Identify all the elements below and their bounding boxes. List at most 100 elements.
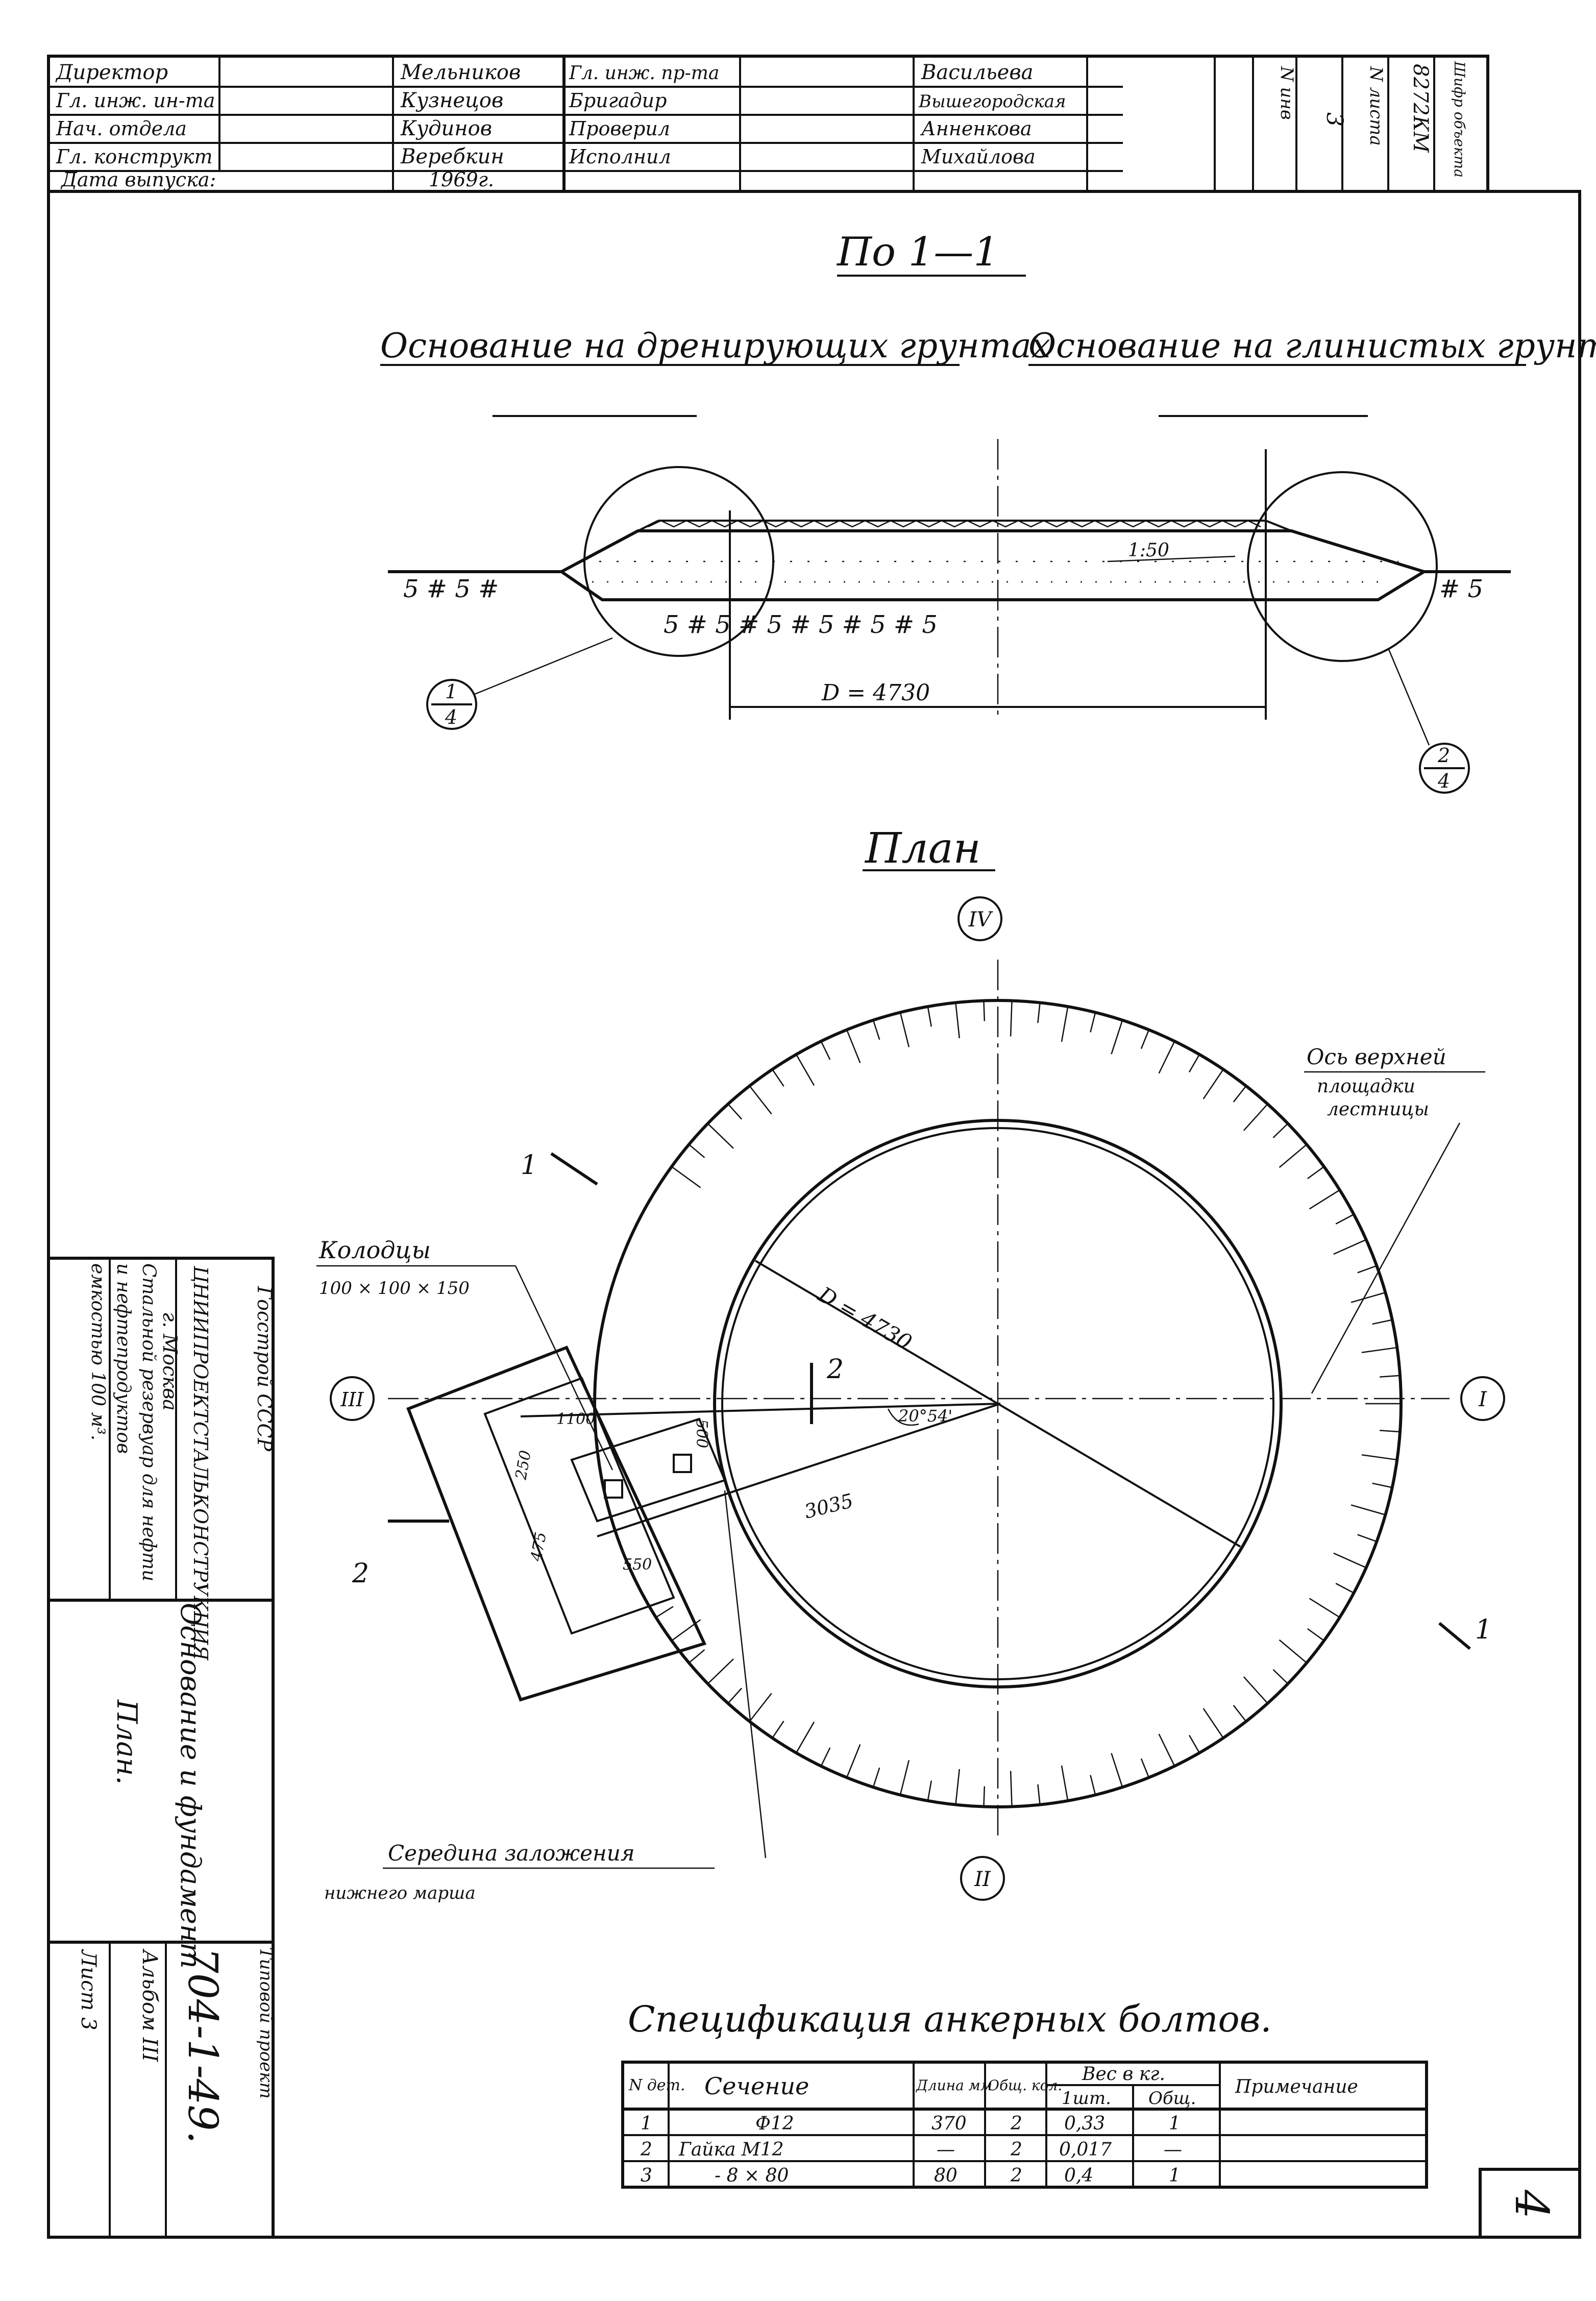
slope-tick [1272, 1669, 1289, 1684]
plan-angle: 20°54' [898, 1406, 952, 1426]
spec-r2-qty: 2 [1010, 2139, 1022, 2160]
slope-tick [1309, 1189, 1340, 1210]
tb2-name-4: Михайлова [921, 145, 1036, 168]
page-number-box [1479, 2168, 1581, 2239]
slope-tick [1061, 1765, 1069, 1801]
tb2-role-3: Проверил [569, 117, 670, 140]
axis-I-circle [1460, 1376, 1505, 1421]
slope-tick [1333, 1552, 1367, 1569]
spec-r2-sec: Гайка М12 [678, 2139, 784, 2160]
callout-2-den: 4 [1437, 770, 1450, 792]
side-proj-label: Типовой проект [256, 1947, 276, 2099]
slope-tick [1140, 1030, 1150, 1049]
slope-tick [689, 1144, 705, 1158]
spec-r2-wt: — [1164, 2139, 1182, 2160]
stair-platform [406, 1345, 707, 1702]
soil-mark: 5 # 5 # 5 # 5 # 5 # 5 [664, 610, 938, 639]
tb-role-4: Гл. конструкт [56, 145, 213, 168]
axis-III-circle [330, 1376, 375, 1421]
slope-tick [671, 1166, 701, 1188]
slope-tick [1037, 1002, 1041, 1023]
slope-tick [1140, 1758, 1150, 1778]
side-album: Альбом III [138, 1948, 161, 2063]
axis-III-label: III [340, 1388, 364, 1411]
slope-tick [1380, 1430, 1401, 1433]
spec-r2-w1: 0,017 [1059, 2139, 1112, 2160]
dim-475: 475 [527, 1531, 550, 1563]
slope-tick [955, 1769, 960, 1805]
slope-tick [655, 1606, 674, 1618]
bottom-label-1: Середина заложения [388, 1841, 635, 1866]
side-obj2: и нефтепродуктов [113, 1263, 134, 1454]
slope-tick [1090, 1775, 1096, 1795]
slope-tick [1188, 1734, 1200, 1753]
section-mark-1a: 1 [521, 1150, 537, 1181]
spec-r3-n: 3 [641, 2165, 652, 2186]
section-diameter: D = 4730 [821, 680, 930, 706]
section-right-caption: Основание на глинистых грунтах [1028, 326, 1596, 365]
slope-tick [1233, 1085, 1247, 1103]
side-sheet: Лист 3 [77, 1949, 100, 2030]
section-view: По 1—1 Основание на дренирующих грунтах … [380, 229, 1596, 794]
slope-tick [846, 1744, 861, 1778]
section-mark-2a: 2 [826, 1354, 844, 1385]
spec-h-length: Длина мм [915, 2077, 992, 2094]
plan-title: План [864, 824, 981, 873]
section-slope: 1:50 [1128, 540, 1169, 561]
section-title: По 1—1 [836, 229, 999, 275]
spec-h-note: Примечание [1235, 2076, 1358, 2097]
spec-r2-len: — [937, 2139, 955, 2160]
slope-tick [1361, 1347, 1397, 1354]
slope-tick [689, 1649, 705, 1663]
slope-tick [1233, 1705, 1247, 1722]
slope-tick [1333, 1239, 1367, 1255]
spec-r1-wt: 1 [1169, 2113, 1181, 2134]
slope-tick [1243, 1676, 1268, 1704]
axis-label-2: площадки [1317, 1076, 1415, 1097]
tb2-role-2: Бригадир [569, 89, 667, 112]
slope-tick [1351, 1504, 1386, 1515]
dim-500: 500 [693, 1419, 710, 1448]
detail-circle-1 [583, 466, 774, 657]
tb-date-value: 1969г. [429, 168, 494, 191]
tb-name-1: Мельников [400, 61, 521, 84]
dim-250: 250 [512, 1449, 535, 1481]
tb2-name-2: Вышегородская [918, 91, 1066, 112]
plan-radius-dim: 3035 [802, 1489, 855, 1523]
slope-tick [795, 1721, 815, 1753]
slope-tick [1372, 1482, 1392, 1488]
slope-tick [1061, 1006, 1069, 1042]
slope-tick [1380, 1375, 1401, 1378]
slope-tick [1335, 1214, 1355, 1225]
soil-mark: 5 # 5 # [403, 575, 499, 603]
tb-name-3: Кудинов [400, 117, 492, 140]
tb2-name-3: Анненкова [920, 117, 1032, 140]
section-mark-1b: 1 [1475, 1614, 1492, 1645]
spec-r3-len: 80 [934, 2165, 957, 2186]
dim-550: 550 [623, 1556, 652, 1574]
slope-tick [927, 1780, 932, 1801]
slope-tick [795, 1054, 815, 1086]
spec-h-qty: Общ. кол. [988, 2077, 1062, 2094]
slope-tick [955, 1002, 960, 1039]
slope-tick [1351, 1292, 1386, 1303]
detail-circle-2 [1247, 471, 1438, 662]
slope-tick [707, 1658, 734, 1684]
slope-tick [1158, 1733, 1175, 1767]
tb-vert-header-3: Шифр объекта [1451, 61, 1468, 178]
slope-tick [872, 1767, 880, 1788]
slope-tick [727, 1687, 743, 1704]
slope-tick [1010, 1771, 1013, 1807]
spec-r1-qty: 2 [1010, 2113, 1022, 2134]
spec-h-w1: 1шт. [1062, 2088, 1111, 2109]
soil-mark: # 5 [1439, 575, 1483, 603]
slope-tick [1188, 1054, 1200, 1073]
well-2 [673, 1454, 692, 1473]
spec-h-wt: Общ. [1148, 2088, 1196, 2109]
spec-r1-sec: Ф12 [755, 2113, 794, 2134]
tb2-name-1: Васильева [921, 61, 1033, 84]
axis-label-1: Ось верхней [1307, 1044, 1446, 1069]
spec-title: Спецификация анкерных болтов. [628, 1998, 1272, 2040]
side-proj-code: 704-1-49. [179, 1947, 227, 2144]
